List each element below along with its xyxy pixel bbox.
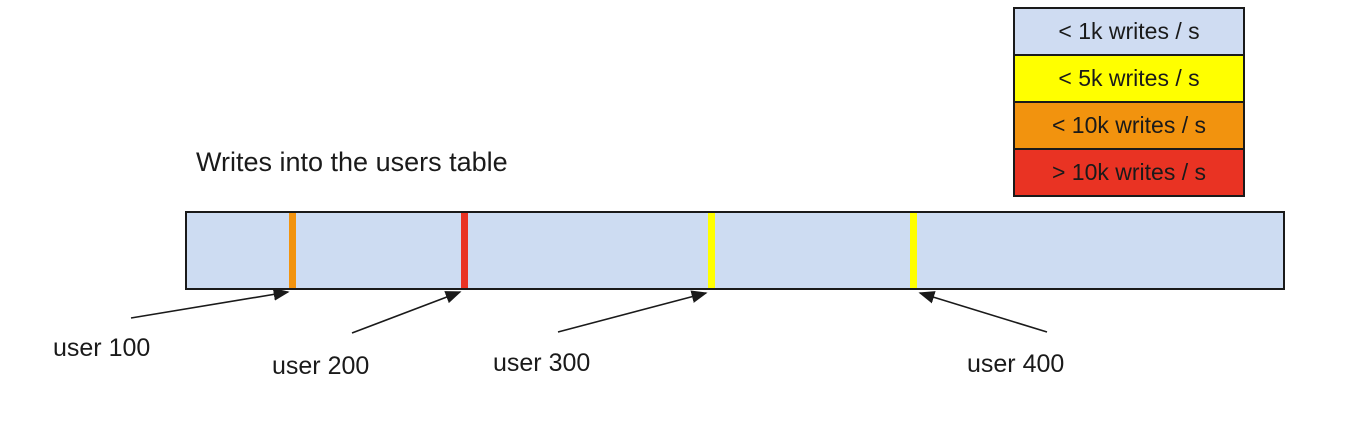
users-table-bar [185, 211, 1285, 290]
write-rate-legend: < 1k writes / s < 5k writes / s < 10k wr… [1013, 7, 1245, 197]
legend-item-label: < 5k writes / s [1058, 65, 1200, 91]
arrow-user-400 [918, 291, 1048, 333]
label-user-400: user 400 [967, 350, 1065, 378]
write-hotspot-user-400 [910, 213, 917, 288]
legend-item-label: < 10k writes / s [1051, 112, 1207, 138]
write-hotspot-user-300 [708, 213, 715, 288]
arrow-user-200 [351, 291, 462, 334]
label-user-200: user 200 [272, 352, 370, 380]
legend-item-lt-5k: < 5k writes / s [1013, 54, 1245, 103]
label-user-300: user 300 [493, 349, 591, 377]
arrow-user-100 [130, 288, 290, 319]
legend-item-lt-1k: < 1k writes / s [1013, 7, 1245, 56]
write-hotspot-user-200 [461, 213, 468, 288]
legend-item-lt-10k: < 10k writes / s [1013, 101, 1245, 150]
label-user-100: user 100 [53, 334, 151, 362]
legend-item-label: < 1k writes / s [1058, 18, 1200, 44]
arrow-user-300 [557, 290, 708, 333]
legend-item-label: > 10k writes / s [1051, 159, 1207, 185]
legend-item-gt-10k: > 10k writes / s [1013, 148, 1245, 197]
diagram-title: Writes into the users table [196, 147, 508, 177]
write-hotspot-user-100 [289, 213, 296, 288]
